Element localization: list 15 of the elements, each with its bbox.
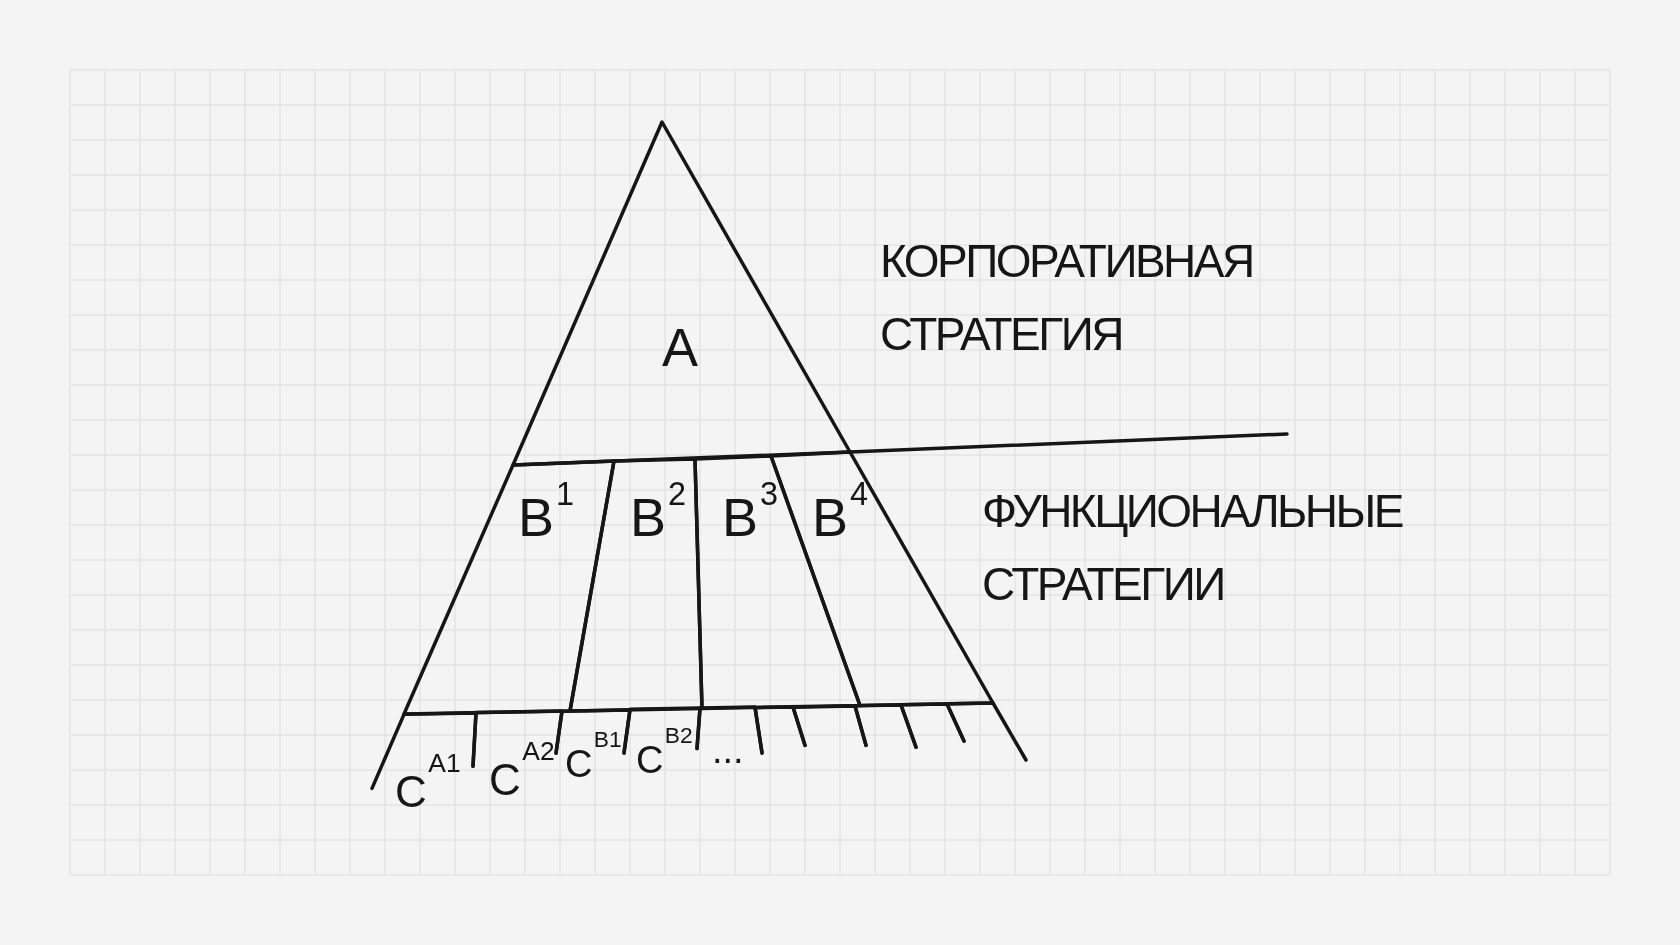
tier-label: B$^{2}$ (630, 475, 686, 545)
tier-label: C$^{A1}$ (395, 750, 461, 814)
level-heading: КОРПОРАТИВНАЯ СТРАТЕГИЯ (880, 234, 1253, 362)
tier-label: ... (712, 731, 744, 769)
tier-label: C$^{B2}$ (636, 724, 693, 780)
tier-label: B$^{4}$ (812, 475, 868, 545)
tier-label: B$^{1}$ (518, 475, 574, 545)
level-heading: ФУНКЦИОНАЛЬНЫЕ СТРАТЕГИИ (982, 484, 1402, 612)
tier-label: A (662, 316, 699, 375)
tier-label: C$^{A2}$ (489, 738, 555, 802)
pyramid-segment (402, 459, 616, 716)
base-tier-cell (945, 701, 1028, 762)
tier-label: C$^{B1}$ (565, 728, 622, 784)
pyramid-apex-section (511, 120, 852, 467)
tier-label: B$^{3}$ (722, 475, 778, 545)
